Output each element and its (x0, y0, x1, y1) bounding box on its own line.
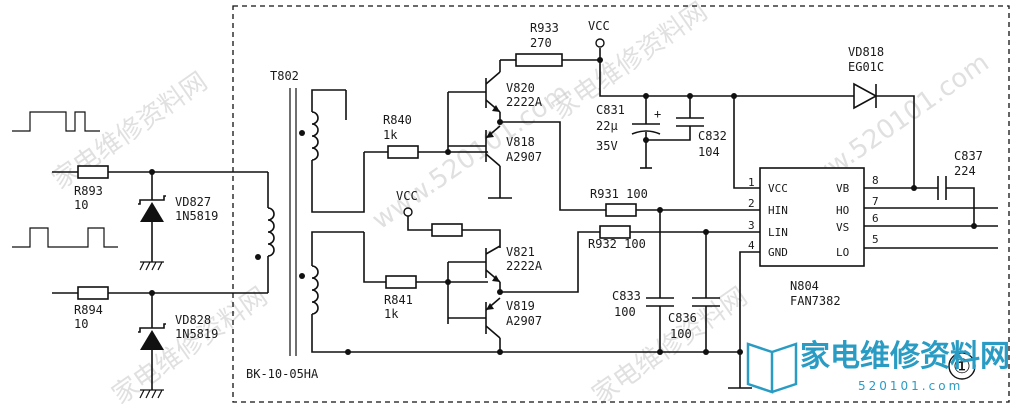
r841-resistor (385, 275, 417, 289)
brand-logo: 家电维修资料网 520101.com (746, 339, 1010, 394)
pin-7-num: 7 (872, 195, 879, 208)
r893-value: 10 (74, 198, 88, 212)
v821-ref: V821 (506, 245, 535, 259)
t802-primary (255, 172, 275, 293)
vd827-value: 1N5819 (175, 209, 218, 223)
r933-ref: R933 (530, 21, 559, 35)
r841-value: 1k (384, 307, 399, 321)
c831-voltage: 35V (596, 139, 618, 153)
t802-secondary-top (299, 89, 365, 213)
c831-value: 22μ (596, 119, 618, 133)
pin-ho-label: HO (836, 204, 849, 217)
r933-value: 270 (530, 36, 552, 50)
figure-number: ① (953, 354, 971, 378)
c832-capacitor (643, 96, 704, 143)
v821-transistor (447, 245, 501, 324)
pin-lin-label: LIN (768, 226, 788, 239)
pin-hin-label: HIN (768, 204, 788, 217)
r931-label: R931 100 (590, 187, 648, 201)
vd828-diode (138, 290, 166, 399)
c831-ref: C831 (596, 103, 625, 117)
vd828-ref: VD828 (175, 313, 211, 327)
r840-value: 1k (383, 128, 398, 142)
r894-resistor (77, 286, 109, 300)
r893-ref: R893 (74, 184, 103, 198)
v818-value: A2907 (506, 150, 542, 164)
vd828-value: 1N5819 (175, 327, 218, 341)
c833-value: 100 (614, 305, 636, 319)
t802-secondary-bottom (299, 231, 740, 353)
vd818-ref: VD818 (848, 45, 884, 59)
vcc-top-label: VCC (588, 19, 610, 33)
v818-ref: V818 (506, 135, 535, 149)
r932-label: R932 100 (588, 237, 646, 251)
r931-resistor (605, 203, 637, 217)
c832-value: 104 (698, 145, 720, 159)
r-vcc-mid-resistor (431, 223, 463, 237)
vd827-diode (138, 169, 166, 271)
v819-ref: V819 (506, 299, 535, 313)
r840-ref: R840 (383, 113, 412, 127)
r894-ref: R894 (74, 303, 103, 317)
c836-value: 100 (670, 327, 692, 341)
t802-ref: T802 (270, 69, 299, 83)
r840-resistor (387, 145, 419, 159)
t802-part: BK-10-05HA (246, 367, 319, 381)
pin-1-num: 1 (748, 176, 755, 189)
c837-capacitor (937, 176, 975, 226)
c837-ref: C837 (954, 149, 983, 163)
c836-ref: C836 (668, 311, 697, 325)
r893-resistor (77, 165, 109, 179)
c836-capacitor (692, 232, 720, 355)
pin-lo-label: LO (836, 246, 849, 259)
c831-plus: + (654, 107, 661, 121)
v820-ref: V820 (506, 81, 535, 95)
pin-vb-label: VB (836, 182, 850, 195)
pin-6-num: 6 (872, 212, 879, 225)
n804-ref: N804 (790, 279, 819, 293)
v820-transistor (345, 60, 501, 152)
n804-ic (759, 167, 865, 267)
vcc-terminal-top (595, 38, 605, 48)
v818-transistor (448, 119, 512, 199)
pin-gnd-label: GND (768, 246, 788, 259)
vd818-value: EG01C (848, 60, 884, 74)
r841-ref: R841 (384, 293, 413, 307)
v819-value: A2907 (506, 314, 542, 328)
v820-value: 2222A (506, 95, 543, 109)
input-waveform-bottom (12, 227, 118, 248)
brand-name: 家电维修资料网 (800, 339, 1010, 374)
input-waveform-top (12, 111, 100, 132)
r894-value: 10 (74, 317, 88, 331)
v821-value: 2222A (506, 259, 543, 273)
pin-4-num: 4 (748, 239, 755, 252)
pin-8-num: 8 (872, 174, 879, 187)
n804-value: FAN7382 (790, 294, 841, 308)
figure-number-circle (948, 352, 976, 380)
brand-url: 520101.com (858, 379, 963, 393)
c831-capacitor (631, 96, 661, 169)
v819-transistor (448, 297, 503, 355)
watermark-text: 家电维修资料网 (107, 282, 273, 411)
c832-ref: C832 (698, 129, 727, 143)
vd818-diode (734, 82, 915, 186)
c833-ref: C833 (612, 289, 641, 303)
pin-2-num: 2 (748, 197, 755, 210)
r933-resistor (515, 53, 563, 67)
watermark-text: 家电维修资料网 (547, 0, 713, 126)
pin-5-num: 5 (872, 233, 879, 246)
c833-capacitor (646, 210, 674, 355)
pin-3-num: 3 (748, 219, 755, 232)
pin-vs-label: VS (836, 221, 849, 234)
c837-value: 224 (954, 164, 976, 178)
module-boundary (232, 5, 1010, 403)
book-icon (746, 342, 798, 394)
pin-vcc-label: VCC (768, 182, 788, 195)
vd827-ref: VD827 (175, 195, 211, 209)
vcc-mid-label: VCC (396, 189, 418, 203)
vcc-terminal-mid (403, 207, 413, 217)
